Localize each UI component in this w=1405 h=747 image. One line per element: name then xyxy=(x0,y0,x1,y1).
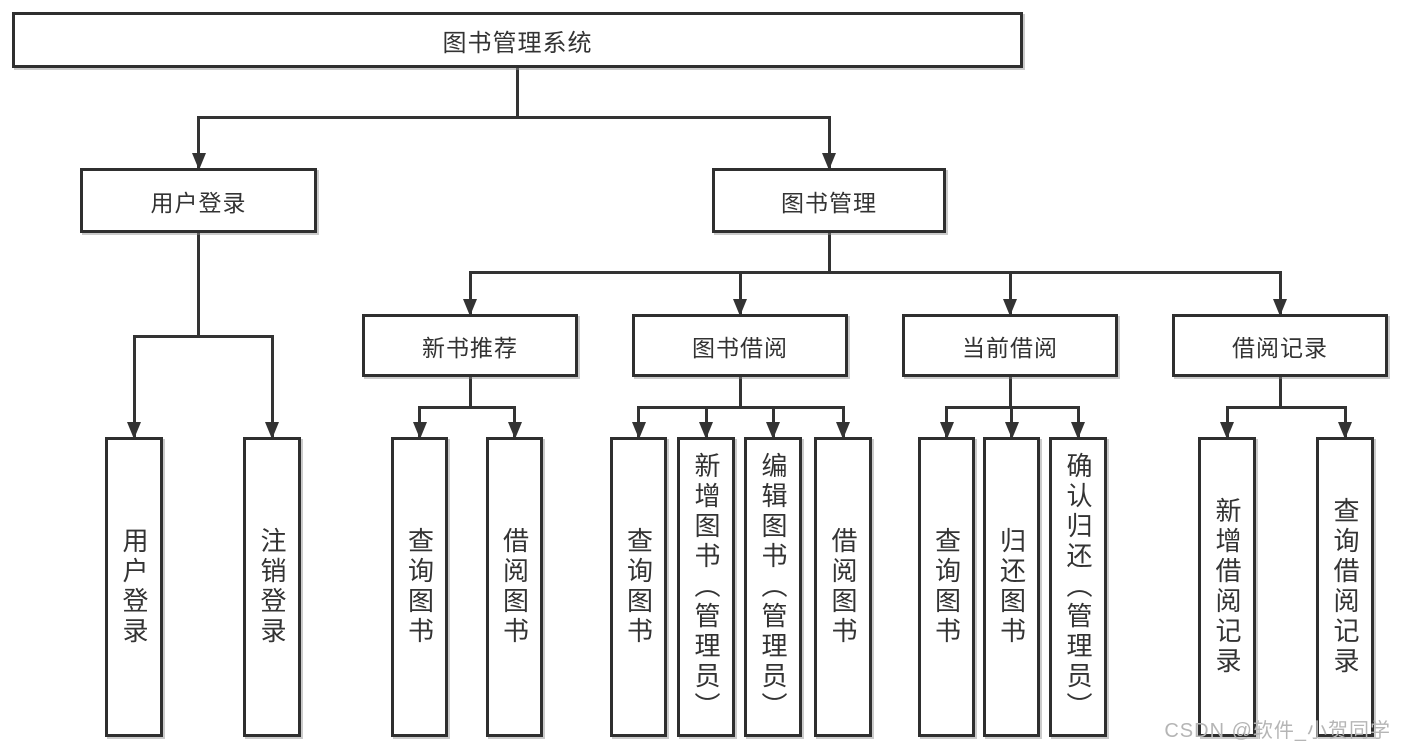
arrow-down-icon xyxy=(191,153,206,170)
arrow-down-icon xyxy=(733,299,747,316)
arrow-down-icon xyxy=(412,422,427,439)
node-br-add-record: 新增借阅记录 xyxy=(1198,437,1256,737)
connector-line xyxy=(197,233,200,336)
arrow-down-icon xyxy=(836,422,850,439)
node-cb-return-book: 归还图书 xyxy=(983,437,1040,737)
connector-line xyxy=(516,68,519,117)
connector-bus xyxy=(197,115,831,119)
node-cb-confirm-return: 确认归还（管理员） xyxy=(1049,437,1107,737)
arrow-down-icon xyxy=(507,422,522,439)
arrow-down-icon xyxy=(1004,422,1019,439)
node-logout-login: 注销登录 xyxy=(243,437,301,737)
csdn-watermark: CSDN @软件_小贺同学 xyxy=(1164,720,1391,742)
node-bb-query-book: 查询图书 xyxy=(610,437,667,737)
connector-line xyxy=(738,272,742,314)
arrow-down-icon xyxy=(699,422,713,439)
connector-line xyxy=(270,336,274,437)
connector-bus xyxy=(637,405,845,409)
connector-line xyxy=(827,117,831,168)
node-new-book-rec: 新书推荐 xyxy=(362,314,578,377)
arrow-down-icon xyxy=(939,422,954,439)
connector-bus xyxy=(468,270,1282,274)
arrow-down-icon xyxy=(265,422,279,439)
arrow-down-icon xyxy=(822,153,836,170)
connector-line xyxy=(468,377,472,407)
arrow-down-icon xyxy=(766,422,780,439)
arrow-down-icon xyxy=(1273,299,1287,316)
connector-line xyxy=(1278,377,1282,407)
node-bb-add-book: 新增图书（管理员） xyxy=(677,437,735,737)
connector-line xyxy=(468,272,472,314)
node-user-login: 用户登录 xyxy=(80,168,317,233)
arrow-down-icon xyxy=(127,422,141,439)
connector-line xyxy=(1008,272,1012,314)
connector-line xyxy=(197,117,200,168)
connector-bus xyxy=(418,405,516,409)
arrow-down-icon xyxy=(463,299,477,316)
node-bb-borrow-book: 借阅图书 xyxy=(814,437,872,737)
node-login-user: 用户登录 xyxy=(105,437,163,737)
node-nbr-borrow-book: 借阅图书 xyxy=(486,437,543,737)
node-nbr-query-book: 查询图书 xyxy=(391,437,448,737)
arrow-down-icon xyxy=(1220,422,1234,439)
node-bb-edit-book: 编辑图书（管理员） xyxy=(744,437,802,737)
connector-line xyxy=(132,336,136,437)
arrow-down-icon xyxy=(1003,299,1017,316)
connector-line xyxy=(1278,272,1282,314)
node-br-query-record: 查询借阅记录 xyxy=(1316,437,1374,737)
arrow-down-icon xyxy=(1071,422,1085,439)
connector-line xyxy=(738,377,742,407)
arrow-down-icon xyxy=(1338,422,1352,439)
node-book-borrow: 图书借阅 xyxy=(632,314,848,377)
node-book-mgmt: 图书管理 xyxy=(712,168,946,233)
node-cb-query-book: 查询图书 xyxy=(918,437,975,737)
connector-line xyxy=(827,233,831,272)
connector-bus xyxy=(1225,405,1347,409)
connector-line xyxy=(1008,377,1012,407)
arrow-down-icon xyxy=(631,422,646,439)
node-borrow-record: 借阅记录 xyxy=(1172,314,1388,377)
node-root: 图书管理系统 xyxy=(12,12,1023,68)
node-current-borrow: 当前借阅 xyxy=(902,314,1118,377)
connector-bus xyxy=(132,334,274,338)
